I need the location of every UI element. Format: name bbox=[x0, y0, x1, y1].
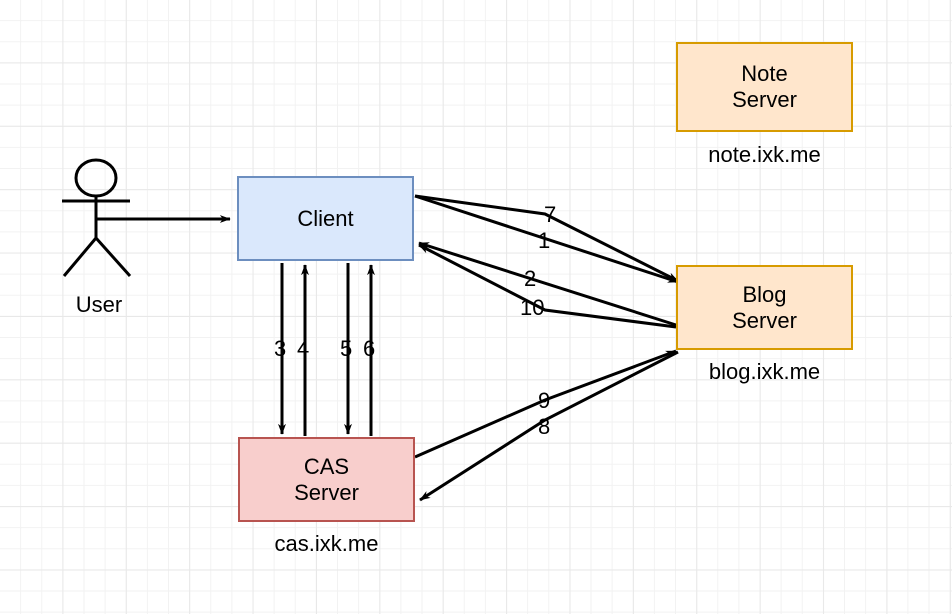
edge-label-2: 2 bbox=[524, 266, 537, 291]
node-note-label-line2: Server bbox=[732, 87, 797, 112]
node-client[interactable]: Client bbox=[237, 176, 414, 261]
edge-9 bbox=[414, 349, 677, 459]
edge-label-3: 3 bbox=[274, 336, 287, 361]
edge-label-1: 1 bbox=[538, 228, 551, 253]
node-blog-label-line1: Blog bbox=[742, 281, 787, 307]
node-blog-server[interactable]: Blog Server bbox=[676, 265, 853, 350]
edge-label-10: 10 bbox=[520, 295, 545, 320]
edge-10 bbox=[418, 243, 677, 329]
label-user: User bbox=[75, 292, 123, 317]
edge-1 bbox=[414, 194, 679, 284]
edge-label-5: 5 bbox=[340, 336, 353, 361]
edge-2 bbox=[418, 241, 677, 327]
caption-blog-server: blog.ixk.me bbox=[708, 359, 821, 384]
caption-cas-server: cas.ixk.me bbox=[274, 531, 379, 556]
edge-label-7: 7 bbox=[544, 202, 557, 227]
node-cas-label-line2: Server bbox=[294, 479, 359, 505]
node-blog-label-line2: Server bbox=[732, 307, 797, 333]
node-cas-label-line1: CAS bbox=[303, 453, 350, 479]
edge-label-9: 9 bbox=[538, 388, 551, 413]
edge-label-4: 4 bbox=[297, 336, 310, 361]
edge-label-8: 8 bbox=[538, 414, 551, 439]
edge-8 bbox=[419, 350, 679, 502]
node-note-server[interactable]: Note Server bbox=[676, 42, 853, 132]
edge-7 bbox=[414, 194, 679, 283]
node-cas-server[interactable]: CAS Server bbox=[238, 437, 415, 522]
caption-note-server: note.ixk.me bbox=[708, 142, 821, 167]
node-note-label-line1: Note bbox=[741, 61, 788, 87]
user-stick-figure bbox=[62, 158, 132, 278]
node-client-label: Client bbox=[297, 205, 354, 231]
edge-label-6: 6 bbox=[363, 336, 376, 361]
